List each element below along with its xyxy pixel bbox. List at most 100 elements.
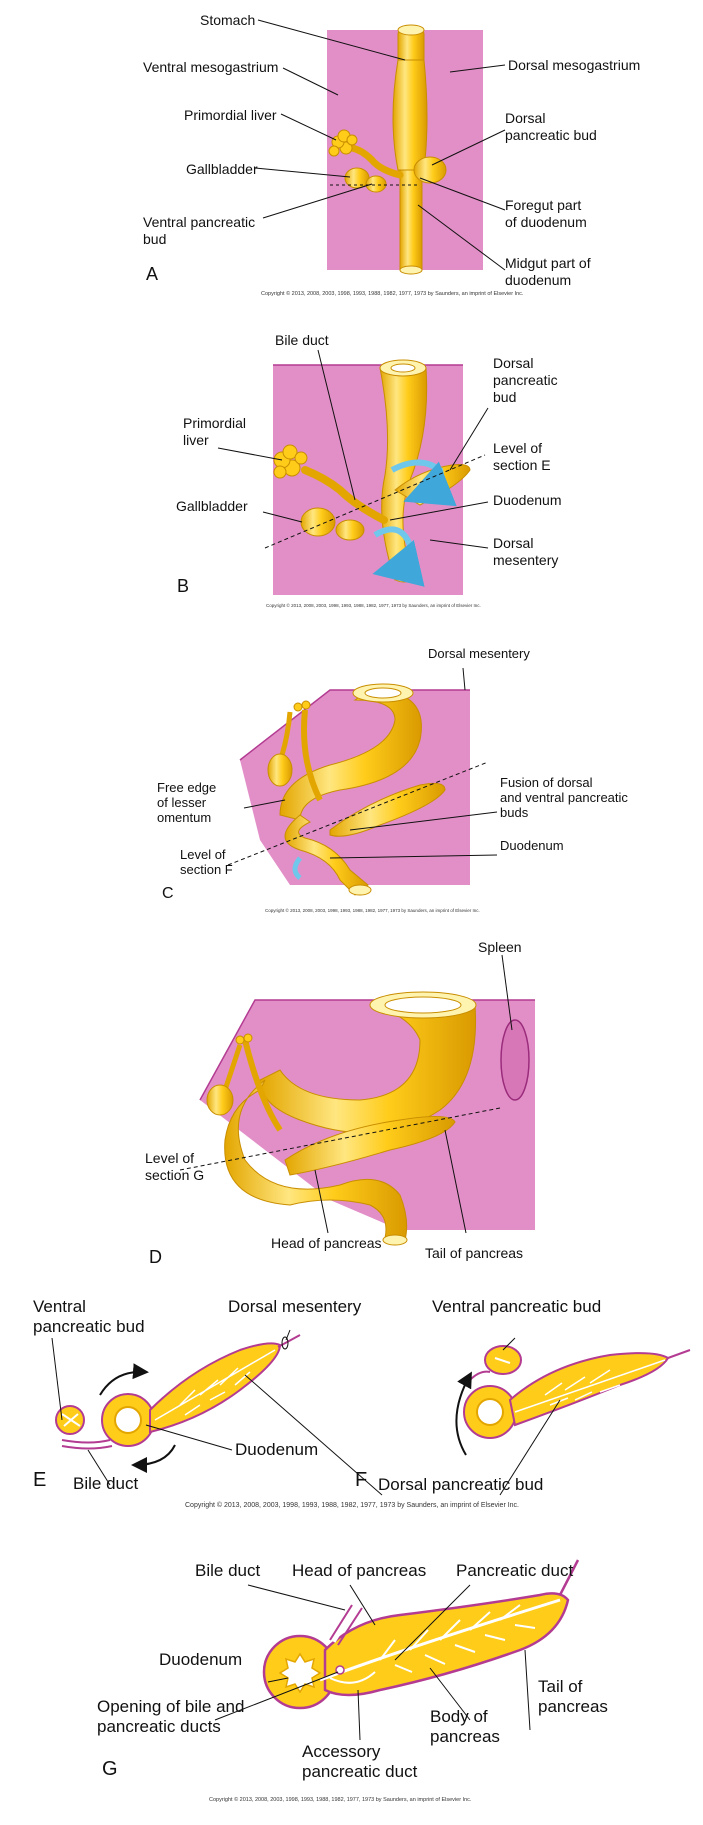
label-level-section-g: Level of section G xyxy=(145,1150,205,1183)
label-dorsal-pancreatic-bud-b: Dorsal pancreatic bud xyxy=(493,355,558,405)
panel-d-art xyxy=(179,954,535,1246)
stomach-bulge-a xyxy=(392,59,428,171)
label-dorsal-mesentery-c: Dorsal mesentery xyxy=(428,646,530,661)
panel-letter-a: A xyxy=(146,264,159,284)
panel-letter-e: E xyxy=(33,1469,47,1491)
bile-duct-e xyxy=(61,1439,111,1444)
label-bile-duct-g: Bile duct xyxy=(195,1561,261,1580)
label-opening: Opening of bile and pancreatic ducts xyxy=(97,1697,245,1736)
label-dorsal-mesentery-b: Dorsal mesentery xyxy=(493,535,559,568)
bile-duct-b xyxy=(301,466,388,524)
gallbladder-c xyxy=(267,753,293,787)
panel-letter-d: D xyxy=(149,1247,162,1267)
copyright-c: Copyright © 2013, 2008, 2003, 1998, 1993… xyxy=(265,908,480,913)
panel-letter-b: B xyxy=(177,576,190,596)
label-pancreatic-duct-g: Pancreatic duct xyxy=(456,1561,574,1580)
label-spleen: Spleen xyxy=(478,939,522,955)
primordial-liver-a xyxy=(328,129,358,157)
bile-duct-c xyxy=(301,709,323,802)
label-gallbladder-a: Gallbladder xyxy=(186,161,258,177)
panel-letter-f: F xyxy=(355,1469,368,1491)
rotation-arrow-b1 xyxy=(390,459,457,507)
rotation-arrow-b2 xyxy=(372,526,425,587)
gallbladder-d xyxy=(206,1084,234,1116)
leaders-b xyxy=(217,349,489,549)
label-tail-of-pancreas-d: Tail of pancreas xyxy=(425,1245,524,1261)
label-ventral-pancreatic-bud-f: Ventral pancreatic bud xyxy=(432,1297,602,1316)
primordial-liver-b xyxy=(273,444,308,479)
panel-letter-g: G xyxy=(102,1758,118,1780)
gut-bottom-a xyxy=(399,265,423,275)
accessory-duct-g xyxy=(329,1671,376,1684)
label-head-of-pancreas-g: Head of pancreas xyxy=(292,1561,427,1580)
leaders-d xyxy=(314,954,513,1234)
copyright-b: Copyright © 2013, 2008, 2003, 1998, 1993… xyxy=(266,603,481,608)
leaders-g xyxy=(214,1584,531,1741)
label-free-edge: Free edge of lesser omentum xyxy=(157,780,217,825)
pancreas-c xyxy=(329,782,446,837)
copyright-ef: Copyright © 2013, 2008, 2003, 1998, 1993… xyxy=(185,1502,519,1509)
gut-bottom-b xyxy=(394,573,414,583)
stomach-top-a xyxy=(397,24,425,36)
ventral-bud-b xyxy=(335,519,365,541)
label-dorsal-pancreatic-bud-a: Dorsal pancreatic bud xyxy=(505,110,597,143)
rotation-arrow-e1 xyxy=(99,1363,149,1396)
leaders-f xyxy=(499,1337,561,1496)
panel-b-art xyxy=(217,349,489,595)
panel-e-art xyxy=(51,1329,383,1496)
label-ventral-pancreatic-bud-e: Ventral pancreatic bud xyxy=(33,1297,145,1336)
duodenum-c xyxy=(284,814,369,896)
spleen-d xyxy=(500,1019,530,1101)
label-bile-duct-e: Bile duct xyxy=(73,1474,139,1493)
rotation-arrow-e2 xyxy=(131,1444,176,1473)
label-dorsal-mesentery-ef: Dorsal mesentery xyxy=(228,1297,362,1316)
label-body-of-pancreas: Body of pancreas xyxy=(430,1707,500,1746)
bile-duct-f xyxy=(469,1370,491,1381)
label-level-section-f: Level of section F xyxy=(180,847,233,877)
bile-duct-e2 xyxy=(61,1445,113,1450)
label-bile-duct-b: Bile duct xyxy=(275,332,329,348)
label-duodenum-c: Duodenum xyxy=(500,838,564,853)
ventral-bud-a xyxy=(365,175,387,193)
leaders-a xyxy=(254,19,506,271)
leaders-e xyxy=(51,1329,383,1496)
label-head-of-pancreas-d: Head of pancreas xyxy=(271,1235,382,1251)
rotation-arrow-f xyxy=(455,1371,472,1456)
dorsal-bud-a xyxy=(413,156,447,184)
leaders-c xyxy=(243,667,498,859)
label-midgut-duodenum: Midgut part of duodenum xyxy=(505,255,591,288)
panel-a-art xyxy=(254,19,506,275)
label-dorsal-mesogastrium: Dorsal mesogastrium xyxy=(508,57,641,73)
pancreas-tail-g xyxy=(558,1559,580,1596)
label-primordial-liver-a: Primordial liver xyxy=(184,107,277,123)
label-foregut-duodenum: Foregut part of duodenum xyxy=(505,197,587,230)
copyright-a: Copyright © 2013, 2008, 2003, 1998, 1993… xyxy=(261,291,524,297)
label-fusion: Fusion of dorsal and ventral pancreatic … xyxy=(500,775,628,820)
label-ventral-mesogastrium: Ventral mesogastrium xyxy=(143,59,279,75)
copyright-g: Copyright © 2013, 2008, 2003, 1998, 1993… xyxy=(209,1797,472,1803)
pancreas-d xyxy=(284,1116,456,1176)
label-dorsal-pancreatic-bud-ef: Dorsal pancreatic bud xyxy=(378,1475,544,1494)
gut-bottom-d xyxy=(382,1234,408,1246)
label-tail-of-pancreas-g: Tail of pancreas xyxy=(538,1677,608,1716)
label-duodenum-e: Duodenum xyxy=(235,1440,319,1459)
panel-letter-c: C xyxy=(162,885,174,902)
dorsal-mesentery-e xyxy=(277,1334,301,1348)
bile-duct-g xyxy=(329,1604,353,1641)
gut-bottom-c xyxy=(348,884,372,896)
panel-f-art xyxy=(455,1337,691,1496)
bile-duct-d xyxy=(242,1039,283,1132)
panel-c-art xyxy=(227,667,498,896)
panel-g-art xyxy=(214,1559,580,1741)
dorsal-bud-f xyxy=(508,1352,670,1427)
label-level-section-e: Level of section E xyxy=(493,440,551,473)
rotation-arrow-c xyxy=(292,856,302,880)
label-stomach-a: Stomach xyxy=(200,12,256,28)
label-primordial-liver-b: Primordial liver xyxy=(183,415,247,448)
label-accessory-duct: Accessory pancreatic duct xyxy=(302,1742,418,1781)
gallbladder-b xyxy=(300,507,336,537)
hepatic-diverticulum-a xyxy=(348,144,404,179)
dorsal-bud-e xyxy=(149,1342,282,1434)
